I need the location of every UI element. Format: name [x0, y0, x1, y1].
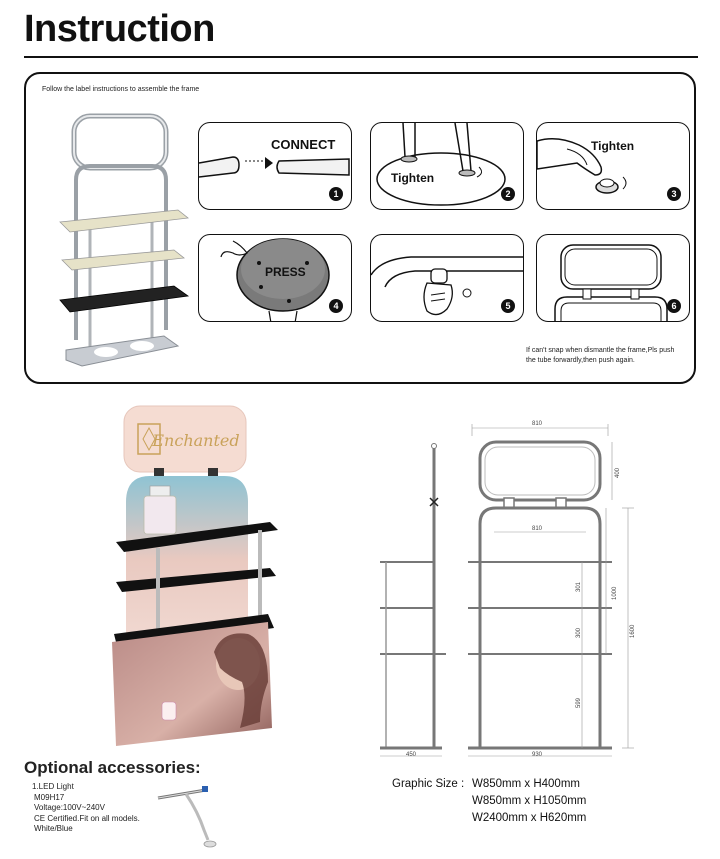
dim-shelf-gap-2: 300: [576, 627, 582, 638]
step-3-tighten: Tighten 3: [536, 122, 690, 210]
frame-illustration: [59, 113, 190, 367]
accessory-voltage: Voltage:100V~240V: [34, 803, 105, 812]
dim-total-height: 1600: [630, 624, 636, 638]
step-5-hang: 5: [370, 234, 524, 322]
dim-shelf-gap-3: 599: [576, 697, 582, 708]
accessory-led-light: 1.LED Light M09H17 Voltage:100V~240V CE …: [32, 782, 140, 835]
led-light-image: [157, 786, 217, 848]
step-3-label: Tighten: [591, 139, 635, 153]
dim-base-width: 930: [532, 752, 543, 757]
step-4-press: PRESS 4: [198, 234, 352, 322]
graphic-size-row-2: W850mm x H1050mm: [392, 793, 586, 810]
step-4-label: PRESS: [265, 265, 306, 279]
graphic-size-row-3: W2400mm x H620mm: [392, 810, 586, 827]
instruction-panel: Follow the label instructions to assembl…: [24, 72, 696, 384]
graphic-size-3: W2400mm x H620mm: [472, 812, 587, 824]
graphic-size: Graphic Size : W850mm x H400mm W850mm x …: [392, 776, 586, 827]
step-1-number: 1: [329, 187, 343, 201]
dismantle-note: If can't snap when dismantle the frame,P…: [526, 347, 675, 364]
page-title: Instruction: [24, 8, 215, 50]
graphic-size-label: Graphic Size :: [392, 778, 465, 790]
brand-text: Enchanted: [151, 431, 239, 450]
step-5-number: 5: [501, 299, 515, 313]
step-1-connect: CONNECT 1: [198, 122, 352, 210]
dim-inner-width: 810: [532, 526, 543, 532]
step-6-number: 6: [667, 299, 681, 313]
accessory-title: 1.LED Light: [32, 782, 74, 791]
dimension-drawing: 450 810 810 930 301 300 599 400 1000 160…: [380, 421, 636, 757]
product-render: Enchanted: [112, 405, 278, 746]
graphic-size-2: W850mm x H1050mm: [472, 795, 587, 807]
step-6-sign-frame: 6: [536, 234, 690, 322]
graphic-size-row-1: Graphic Size : W850mm x H400mm: [392, 776, 580, 793]
dim-frame-height: 1000: [612, 586, 618, 600]
step-3-number: 3: [667, 187, 681, 201]
step-2-label: Tighten: [391, 171, 435, 185]
accessories-heading: Optional accessories:: [24, 758, 201, 777]
dim-top-width: 810: [532, 421, 543, 427]
instruction-note: Follow the label instructions to assembl…: [42, 86, 200, 93]
accessory-certification: CE Certified.Fit on all models.: [34, 813, 140, 823]
step-4-number: 4: [329, 299, 343, 313]
accessory-colors: White/Blue: [34, 824, 73, 833]
step-2-tighten: Tighten 2: [370, 122, 524, 210]
step-2-number: 2: [501, 187, 515, 201]
dim-shelf-gap-1: 301: [576, 581, 582, 592]
step-1-label: CONNECT: [271, 137, 336, 152]
title-rule: [24, 56, 698, 58]
accessory-model: M09H17: [34, 792, 65, 802]
dim-sign-height: 400: [615, 467, 621, 478]
graphic-size-1: W850mm x H400mm: [472, 778, 580, 790]
dim-base-depth: 450: [406, 752, 417, 757]
